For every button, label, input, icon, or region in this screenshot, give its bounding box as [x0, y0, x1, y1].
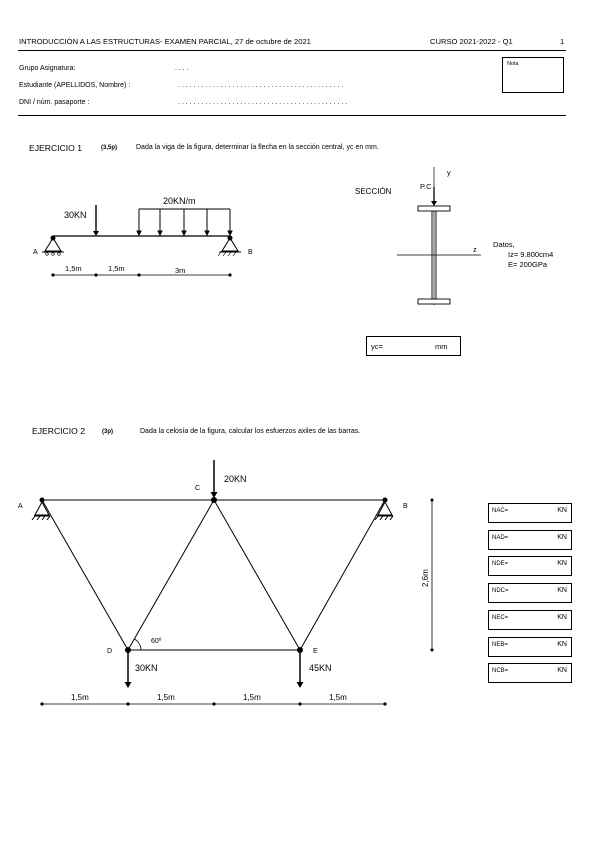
result-unit: KN: [557, 560, 567, 567]
point-load-label: 30KN: [64, 210, 87, 220]
ex1-points: (3,5p): [101, 145, 118, 151]
support-b-label: B: [248, 249, 253, 256]
truss-figure: 20KN 30KN 45KN 60º A C B D E 2,6m 1,5m 1…: [18, 460, 434, 706]
load-c-arrow-icon: [210, 460, 218, 498]
point-load-arrow-icon: [93, 205, 99, 236]
result-label: NAC=: [492, 508, 509, 514]
field-group-dots[interactable]: . . . .: [175, 65, 189, 72]
result-unit: KN: [557, 641, 567, 648]
ex1-title: EJERCICIO 1: [29, 143, 83, 153]
result-label: NDC=: [492, 588, 509, 594]
field-student-dots[interactable]: . . . . . . . . . . . . . . . . . . . . …: [178, 82, 344, 89]
header-rule-top: [18, 50, 566, 51]
node-d-label: D: [107, 648, 112, 655]
exam-title: INTRODUCCIÓN A LAS ESTRUCTURAS- EXAMEN P…: [19, 37, 311, 46]
distributed-load-label: 20KN/m: [163, 196, 196, 206]
truss-dimension-line: [40, 702, 387, 706]
truss-dim-3: 1,5m: [243, 693, 261, 702]
field-dni-dots[interactable]: . . . . . . . . . . . . . . . . . . . . …: [178, 99, 348, 106]
field-group-label: Grupo Asignatura:: [19, 65, 76, 72]
support-a-label: A: [33, 249, 38, 256]
pc-label: P.C: [420, 182, 432, 191]
yc-unit: mm: [435, 342, 448, 351]
truss-dim-1: 1,5m: [71, 693, 89, 702]
ex2-title: EJERCICIO 2: [32, 426, 86, 436]
result-label: NAD=: [492, 535, 509, 541]
result-unit: KN: [557, 534, 567, 541]
header-rule-bottom: [18, 115, 566, 116]
course-label: CURSO 2021-2022 - Q1: [430, 37, 513, 46]
node-e-label: E: [313, 648, 318, 655]
beam-dimension-line: [51, 273, 232, 277]
load-e-arrow-icon: [296, 652, 304, 688]
angle-arc: [134, 638, 142, 651]
result-unit: KN: [557, 507, 567, 514]
yc-label: yc=: [371, 342, 383, 351]
beam-dim-2: 1,5m: [108, 264, 125, 273]
truss-support-b-icon: [374, 500, 394, 521]
datos-e: E= 200GPa: [508, 260, 547, 269]
result-box-neb[interactable]: NEB= KN: [488, 637, 572, 657]
ex2-points: (3p): [102, 429, 113, 435]
support-b-icon: [217, 235, 241, 257]
result-label: NEC=: [492, 615, 509, 621]
result-box-ncb[interactable]: NCB= KN: [488, 663, 572, 683]
support-a-icon: [42, 235, 64, 256]
grade-label: Nota: [507, 61, 519, 67]
distributed-load-icon: [136, 208, 233, 237]
beam-dim-3: 3m: [175, 266, 185, 275]
yc-answer-box[interactable]: yc= mm: [366, 336, 461, 356]
grade-box[interactable]: Nota: [502, 57, 564, 93]
axis-y-label: y: [447, 168, 451, 177]
result-box-nde[interactable]: NDE= KN: [488, 556, 572, 576]
datos-iz: Iz= 9.800cm4: [508, 250, 554, 259]
pc-arrow-icon: [431, 187, 437, 206]
result-box-nec[interactable]: NEC= KN: [488, 610, 572, 630]
result-box-nac[interactable]: NAC= KN: [488, 503, 572, 523]
node-c-label: C: [195, 485, 200, 492]
height-dimension-line: [430, 498, 434, 652]
result-unit: KN: [557, 587, 567, 594]
axis-z-label: z: [473, 245, 477, 254]
load-d-arrow-icon: [124, 652, 132, 688]
field-student-label: Estudiante (APELLIDOS, Nombre) :: [19, 82, 131, 89]
result-label: NDE=: [492, 561, 509, 567]
node-a-label: A: [18, 503, 23, 510]
field-dni-label: DNI / núm. pasaporte :: [19, 99, 90, 106]
result-label: NEB=: [492, 642, 508, 648]
load-c-label: 20KN: [224, 474, 247, 484]
ex1-statement: Dada la viga de la figura, determinar la…: [136, 144, 379, 151]
load-d-label: 30KN: [135, 663, 158, 673]
angle-label: 60º: [151, 638, 162, 645]
page-number: 1: [560, 37, 565, 46]
height-label: 2,6m: [421, 569, 430, 587]
beam-figure: 30KN 20KN/m A B 1,5m 1,5m 3m: [33, 196, 253, 277]
truss-support-a-icon: [31, 500, 51, 521]
section-label: SECCIÓN: [355, 187, 392, 196]
datos-title: Datos,: [493, 240, 515, 249]
load-e-label: 45KN: [309, 663, 332, 673]
ex2-statement: Dada la celosía de la figura, calcular l…: [140, 428, 361, 435]
truss-dim-2: 1,5m: [157, 693, 175, 702]
truss-dim-4: 1,5m: [329, 693, 347, 702]
result-unit: KN: [557, 614, 567, 621]
beam-dim-1: 1,5m: [65, 264, 82, 273]
node-b-label: B: [403, 503, 408, 510]
result-box-nad[interactable]: NAD= KN: [488, 530, 572, 550]
result-label: NCB=: [492, 668, 509, 674]
section-figure: P.C y z: [397, 167, 481, 305]
result-box-ndc[interactable]: NDC= KN: [488, 583, 572, 603]
result-unit: KN: [557, 667, 567, 674]
